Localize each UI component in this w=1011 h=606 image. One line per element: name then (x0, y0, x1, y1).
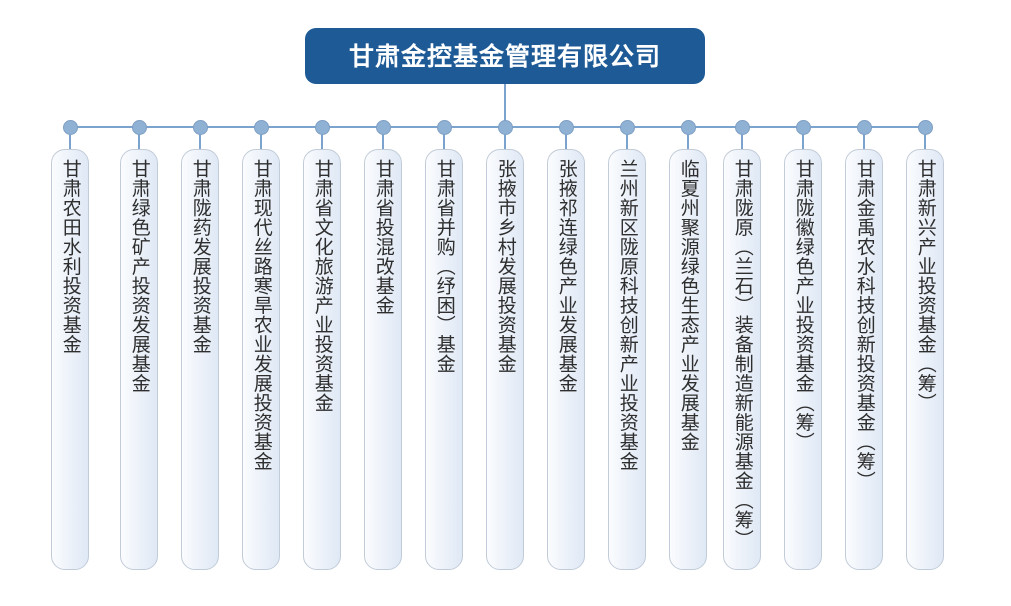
fund-node-label: 甘肃金禹农水科技创新投资基金（筹） (853, 159, 876, 491)
branch-node-dot[interactable] (131, 120, 147, 135)
branch-node-dot[interactable] (680, 120, 696, 135)
branch-drop-line (687, 134, 689, 150)
branch-drop-line (924, 134, 926, 150)
root-node-company[interactable]: 甘肃金控基金管理有限公司 (305, 28, 705, 84)
fund-node-label: 临夏州聚源绿色生态产业发展基金 (677, 159, 700, 452)
branch-node-dot[interactable] (253, 120, 269, 135)
branch-drop-line (863, 134, 865, 150)
fund-node[interactable]: 甘肃陇药发展投资基金 (181, 149, 219, 570)
branch-node-dot[interactable] (917, 120, 933, 135)
branch-drop-line (69, 134, 71, 150)
branch-drop-line (443, 134, 445, 150)
fund-node[interactable]: 甘肃新兴产业投资基金（筹） (906, 149, 944, 570)
fund-node-label: 甘肃农田水利投资基金 (59, 159, 82, 354)
fund-node[interactable]: 甘肃省投混改基金 (364, 149, 402, 570)
fund-node[interactable]: 张掖市乡村发展投资基金 (486, 149, 524, 570)
fund-node[interactable]: 甘肃陇原（兰石）装备制造新能源基金（筹） (723, 149, 761, 570)
branch-node-dot[interactable] (856, 120, 872, 135)
root-node-label: 甘肃金控基金管理有限公司 (348, 41, 661, 71)
fund-node[interactable]: 张掖祁连绿色产业发展基金 (547, 149, 585, 570)
fund-node-label: 张掖市乡村发展投资基金 (494, 159, 517, 374)
branch-node-dot[interactable] (62, 120, 78, 135)
fund-node-label: 张掖祁连绿色产业发展基金 (555, 159, 578, 393)
branch-drop-line (741, 134, 743, 150)
fund-node[interactable]: 甘肃省文化旅游产业投资基金 (303, 149, 341, 570)
branch-drop-line (138, 134, 140, 150)
fund-node-label: 兰州新区陇原科技创新产业投资基金 (616, 159, 639, 471)
trunk-connector-line (504, 84, 506, 127)
branch-node-dot[interactable] (795, 120, 811, 135)
branch-node-dot[interactable] (497, 120, 513, 135)
fund-node-label: 甘肃新兴产业投资基金（筹） (914, 159, 937, 413)
branch-node-dot[interactable] (436, 120, 452, 135)
branch-node-dot[interactable] (558, 120, 574, 135)
fund-node-label: 甘肃省文化旅游产业投资基金 (311, 159, 334, 413)
fund-node[interactable]: 甘肃现代丝路寒旱农业发展投资基金 (242, 149, 280, 570)
branch-drop-line (199, 134, 201, 150)
branch-drop-line (321, 134, 323, 150)
branch-drop-line (382, 134, 384, 150)
fund-node[interactable]: 甘肃省并购（纾困）基金 (425, 149, 463, 570)
fund-node-label: 甘肃陇原（兰石）装备制造新能源基金（筹） (731, 159, 754, 549)
fund-node-label: 甘肃省并购（纾困）基金 (433, 159, 456, 374)
fund-node-label: 甘肃绿色矿产投资发展基金 (128, 159, 151, 393)
fund-node-label: 甘肃陇徽绿色产业投资基金（筹） (792, 159, 815, 452)
fund-node[interactable]: 甘肃陇徽绿色产业投资基金（筹） (784, 149, 822, 570)
fund-node[interactable]: 甘肃绿色矿产投资发展基金 (120, 149, 158, 570)
branch-node-dot[interactable] (375, 120, 391, 135)
fund-node-label: 甘肃省投混改基金 (372, 159, 395, 315)
branch-drop-line (626, 134, 628, 150)
fund-node[interactable]: 临夏州聚源绿色生态产业发展基金 (669, 149, 707, 570)
fund-node[interactable]: 甘肃农田水利投资基金 (51, 149, 89, 570)
fund-node-label: 甘肃现代丝路寒旱农业发展投资基金 (250, 159, 273, 471)
branch-drop-line (260, 134, 262, 150)
branch-drop-line (565, 134, 567, 150)
fund-node[interactable]: 兰州新区陇原科技创新产业投资基金 (608, 149, 646, 570)
branch-node-dot[interactable] (314, 120, 330, 135)
branch-drop-line (504, 134, 506, 150)
fund-node[interactable]: 甘肃金禹农水科技创新投资基金（筹） (845, 149, 883, 570)
branch-node-dot[interactable] (619, 120, 635, 135)
branch-node-dot[interactable] (192, 120, 208, 135)
branch-node-dot[interactable] (734, 120, 750, 135)
fund-node-label: 甘肃陇药发展投资基金 (189, 159, 212, 354)
branch-drop-line (802, 134, 804, 150)
